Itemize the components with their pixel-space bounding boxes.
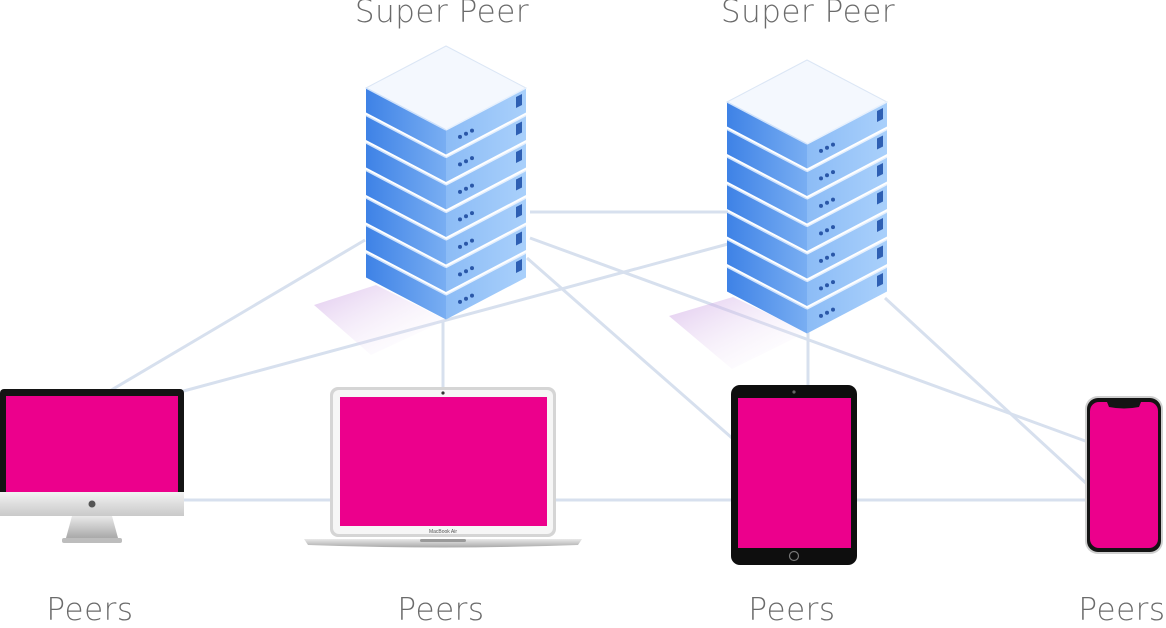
- laptop-brand-label: MacBook Air: [429, 529, 457, 535]
- led-icon: [470, 293, 474, 298]
- drive-slot-icon: [877, 135, 883, 150]
- link-superpeer2-phone: [883, 296, 1090, 487]
- led-icon: [464, 131, 468, 136]
- drive-slot-icon: [877, 108, 883, 122]
- led-icon: [825, 310, 829, 315]
- peer-device-laptop: MacBook Air: [304, 387, 582, 548]
- drive-slot-icon: [877, 190, 883, 205]
- led-icon: [464, 186, 468, 191]
- drive-slot-icon: [877, 245, 883, 260]
- led-icon: [831, 225, 835, 230]
- server-unit: [365, 114, 527, 182]
- laptop-screen: [340, 397, 547, 526]
- led-icon: [831, 197, 835, 202]
- peer-label-smartphone: Peers: [1078, 592, 1166, 628]
- led-icon: [825, 200, 829, 205]
- phone-notch: [1107, 402, 1141, 409]
- led-icon: [825, 283, 829, 288]
- led-icon: [819, 286, 823, 291]
- drive-slot-icon: [516, 259, 522, 273]
- tablet-screen: [738, 398, 851, 548]
- server-stack: [364, 45, 528, 320]
- led-icon: [819, 203, 823, 208]
- super-peer-server-1: [314, 45, 528, 355]
- drive-slot-icon: [877, 273, 883, 287]
- drive-slot-icon: [877, 163, 883, 177]
- peer-label-tablet: Peers: [748, 592, 836, 628]
- led-icon: [825, 173, 829, 178]
- led-icon: [464, 241, 468, 246]
- led-icon: [458, 299, 462, 304]
- led-icon: [470, 128, 474, 133]
- server-unit: [365, 197, 527, 265]
- led-icon: [464, 269, 468, 274]
- drive-slot-icon: [516, 121, 522, 136]
- led-icon: [470, 183, 474, 188]
- link-superpeer1-tablet: [526, 256, 733, 440]
- link-superpeer1-desktop: [107, 238, 366, 394]
- led-icon: [458, 189, 462, 194]
- led-icon: [464, 296, 468, 301]
- server-unit: [365, 169, 527, 237]
- led-icon: [470, 156, 474, 161]
- phone-screen: [1090, 402, 1158, 548]
- peer-device-desktop: [0, 389, 184, 543]
- server-unit: [365, 142, 527, 210]
- led-icon: [470, 211, 474, 216]
- server-stack: [725, 59, 889, 334]
- drive-slot-icon: [516, 204, 522, 218]
- led-icon: [819, 313, 823, 318]
- super-peer-label-1: Super Peer: [354, 0, 530, 30]
- peer-label-laptop: Peers: [397, 592, 485, 628]
- peer-device-smartphone: [1085, 396, 1163, 554]
- led-icon: [819, 231, 823, 236]
- server-unit: [365, 87, 527, 155]
- server-unit: [365, 224, 527, 292]
- home-button-icon: [788, 550, 800, 562]
- server-unit: [726, 211, 888, 279]
- led-icon: [464, 214, 468, 219]
- server-unit: [365, 252, 527, 320]
- led-icon: [831, 280, 835, 285]
- drive-slot-icon: [877, 218, 883, 232]
- led-icon: [831, 307, 835, 312]
- led-icon: [819, 258, 823, 263]
- led-icon: [458, 244, 462, 249]
- super-peer-label-2: Super Peer: [720, 0, 896, 30]
- server-unit: [726, 183, 888, 251]
- link-superpeer2-desktop: [179, 242, 729, 394]
- server-unit: [726, 266, 888, 334]
- led-icon: [458, 162, 462, 167]
- led-icon: [470, 238, 474, 243]
- led-icon: [819, 148, 823, 153]
- connection-lines: [107, 210, 1090, 502]
- led-icon: [819, 176, 823, 181]
- led-icon: [470, 266, 474, 271]
- drive-slot-icon: [516, 149, 522, 163]
- server-unit: [726, 101, 888, 169]
- led-icon: [825, 228, 829, 233]
- super-peer-server-2: [669, 59, 889, 369]
- led-icon: [458, 217, 462, 222]
- led-icon: [458, 272, 462, 277]
- led-icon: [831, 252, 835, 257]
- server-unit: [726, 128, 888, 196]
- drive-slot-icon: [516, 231, 522, 246]
- led-icon: [831, 170, 835, 175]
- server-unit: [726, 238, 888, 306]
- desktop-screen: [6, 396, 178, 492]
- led-icon: [464, 159, 468, 164]
- drive-slot-icon: [516, 176, 522, 191]
- peer-label-desktop: Peers: [46, 592, 134, 628]
- led-icon: [458, 134, 462, 139]
- peer-device-tablet: [731, 385, 857, 565]
- led-icon: [825, 145, 829, 150]
- server-unit: [726, 156, 888, 224]
- drive-slot-icon: [516, 94, 522, 108]
- led-icon: [825, 255, 829, 260]
- led-icon: [831, 142, 835, 147]
